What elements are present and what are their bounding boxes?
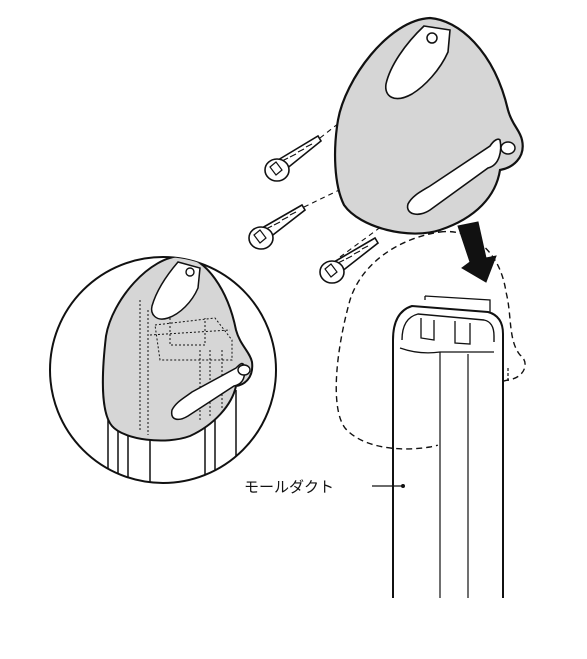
end-cap bbox=[333, 16, 524, 235]
screw-icon bbox=[319, 236, 380, 284]
magnifier-circle bbox=[49, 256, 277, 484]
down-arrow-icon bbox=[457, 221, 497, 283]
screw-icon bbox=[264, 134, 323, 182]
mold-duct bbox=[392, 295, 504, 598]
cap-position-outline bbox=[335, 230, 526, 450]
duct-label: モールダクト bbox=[244, 478, 334, 496]
screw-icon bbox=[248, 203, 307, 250]
